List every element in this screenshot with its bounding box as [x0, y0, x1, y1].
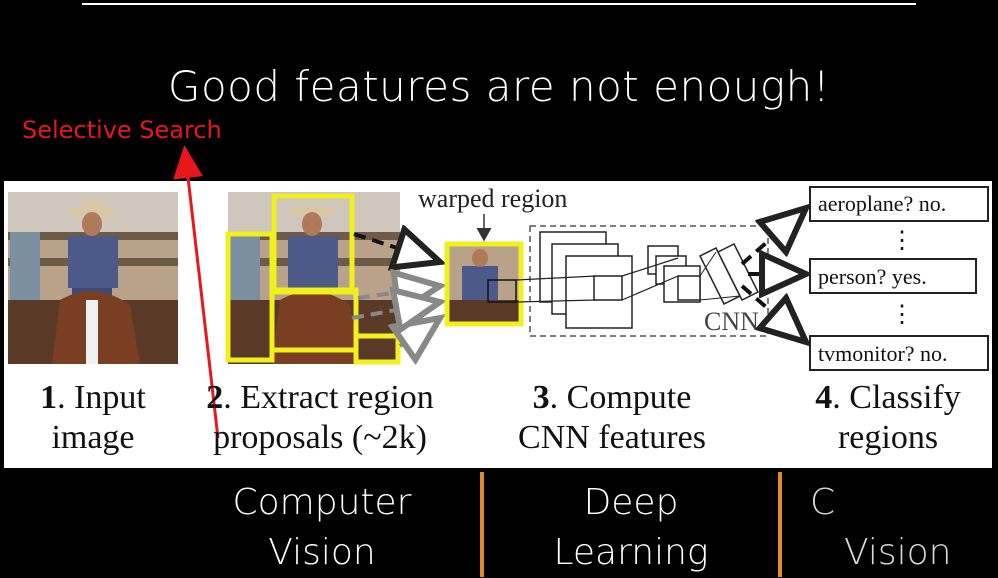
step-2-caption: 2. Extract region proposals (~2k) [206, 379, 434, 456]
warped-region-label: warped region [418, 184, 567, 213]
class-output-person: person? yes. [818, 264, 927, 289]
step-1-caption: 1. Input image [40, 379, 146, 456]
ellipsis-1: ⋮ [890, 228, 914, 254]
class-output-tvmonitor: tvmonitor? no. [818, 341, 948, 366]
tab-divider [480, 472, 484, 577]
ellipsis-2: ⋮ [890, 302, 914, 328]
tab-divider [778, 472, 782, 577]
warp-arrow-1 [353, 234, 440, 262]
selective-search-annotation: Selective Search [22, 116, 222, 144]
classify-arrow-1 [740, 208, 806, 266]
warp-arrow-4 [351, 302, 440, 318]
warped-region-image [444, 241, 524, 327]
cnn-block: CNN [515, 225, 769, 337]
step-3-caption: 3. Compute CNN features [518, 379, 706, 456]
bottom-nav-bar [0, 468, 998, 577]
top-rule [82, 3, 916, 5]
input-image [8, 192, 178, 364]
proposals-image [225, 192, 401, 365]
step-4-caption: 4. Classify regions [815, 379, 961, 456]
class-output-aeroplane: aeroplane? no. [818, 191, 946, 216]
slide-title: Good features are not enough! [167, 62, 831, 111]
selective-search-arrow [173, 145, 220, 439]
warp-arrow-3 [400, 318, 440, 346]
classify-arrow-3 [740, 284, 806, 342]
cnn-label: CNN [704, 307, 759, 336]
